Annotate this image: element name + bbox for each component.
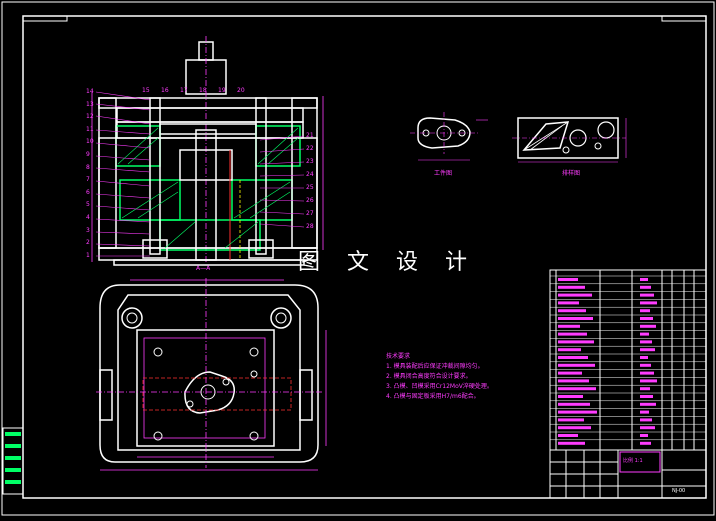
part-label: 20 xyxy=(237,87,245,94)
bom-cell-text xyxy=(558,301,579,305)
part-label: 6 xyxy=(86,188,90,196)
part-label: 9 xyxy=(86,151,90,158)
bom-cell-text xyxy=(558,426,591,430)
part-label: 11 xyxy=(86,125,94,133)
bom-cell-text xyxy=(558,293,592,297)
bom-cell-text xyxy=(558,363,595,367)
part-label: 26 xyxy=(306,197,314,204)
top-right-tab xyxy=(661,15,707,22)
part-label: 13 xyxy=(86,100,94,108)
bom-cell-text xyxy=(640,324,656,328)
part-label: 17 xyxy=(180,87,188,94)
bom-cell-text xyxy=(558,387,596,391)
bom-cell-text xyxy=(640,301,657,305)
title-block-drawing-no: NJ-00 xyxy=(672,488,686,494)
top-left-tab xyxy=(22,15,68,22)
inner-border xyxy=(22,15,707,499)
section-caption: A—A xyxy=(196,265,211,272)
part-label: 2 xyxy=(86,239,90,247)
part-label: 14 xyxy=(86,88,94,95)
part-label: 21 xyxy=(306,132,314,139)
bom-cell-text xyxy=(558,332,587,336)
part-label: 3 xyxy=(86,226,90,234)
watermark: 图 文 设 计 xyxy=(298,250,477,275)
bom-cell-text xyxy=(558,348,581,352)
part-label: 1 xyxy=(86,251,90,259)
part-label: 5 xyxy=(86,201,90,209)
left-revision-block xyxy=(2,427,24,495)
part-label: 23 xyxy=(306,158,314,165)
bom-cell-text xyxy=(558,410,597,414)
bom-cell-text xyxy=(640,410,649,414)
bom-cell-text xyxy=(558,324,580,328)
part-label: 27 xyxy=(306,210,314,217)
part-label: 25 xyxy=(306,184,314,191)
bom-cell-text xyxy=(558,434,578,437)
bom-cell-text xyxy=(640,395,653,398)
bom-cell-text xyxy=(640,332,649,336)
part-label: 4 xyxy=(86,214,90,221)
bom-cell-text xyxy=(558,379,589,383)
bom-cell-text xyxy=(558,309,586,313)
part-label: 24 xyxy=(306,171,314,178)
section-view xyxy=(91,36,324,266)
bom-cell-text xyxy=(640,418,652,422)
plan-view xyxy=(96,278,327,471)
bom-cell-text xyxy=(558,317,593,320)
workpiece-view xyxy=(410,112,488,161)
part-label: 12 xyxy=(86,113,94,121)
bom-cell-text xyxy=(640,285,651,289)
part-label: 8 xyxy=(86,163,90,171)
bom-cell-text xyxy=(640,402,656,406)
workpiece-caption: 工件图 xyxy=(434,170,453,177)
bom-table xyxy=(549,269,707,451)
part-label: 19 xyxy=(218,87,226,94)
bom-cell-text xyxy=(640,356,648,359)
tech-note-3: 3. 凸模、凹模采用Cr12MoV淬硬处理。 xyxy=(386,383,493,390)
part-label: 16 xyxy=(161,87,169,94)
part-label: 18 xyxy=(199,87,207,94)
part-label: 22 xyxy=(306,145,314,152)
tech-note-1: 1. 模具装配后应保证冲裁间隙均匀。 xyxy=(386,363,484,370)
bom-cell-text xyxy=(640,317,653,320)
bom-cell-text xyxy=(558,278,578,281)
section-leaders xyxy=(95,91,305,257)
bom-cell-text xyxy=(640,293,654,297)
layout-view xyxy=(512,117,627,163)
bom-cell-text xyxy=(558,356,588,359)
bom-cell-text xyxy=(558,402,590,406)
bom-cell-text xyxy=(640,434,648,437)
bom-cell-text xyxy=(640,348,655,352)
tech-notes-title: 技术要求 xyxy=(386,353,411,360)
title-block-scale: 比例 1:1 xyxy=(623,458,643,464)
part-label: 10 xyxy=(86,138,94,146)
bom-cell-text xyxy=(640,340,652,344)
bom-cell-text xyxy=(640,278,648,281)
bom-cell-text xyxy=(558,395,583,398)
bom-cell-text xyxy=(558,418,584,422)
tech-notes: 技术要求 1. 模具装配后应保证冲裁间隙均匀。 2. 模具闭合高度符合设计要求。… xyxy=(386,352,493,402)
bom-cell-text xyxy=(640,387,650,391)
part-label: 7 xyxy=(86,176,90,184)
bom-rows xyxy=(550,275,706,445)
tech-note-4: 4. 凸模与固定板采用H7/m6配合。 xyxy=(386,393,480,400)
part-label: 15 xyxy=(142,87,150,94)
bom-cell-text xyxy=(640,309,650,313)
layout-caption: 排样图 xyxy=(562,170,581,177)
bom-cell-text xyxy=(640,363,651,367)
tech-note-2: 2. 模具闭合高度符合设计要求。 xyxy=(386,373,472,380)
title-block xyxy=(549,449,707,499)
bom-cell-text xyxy=(558,371,582,375)
bom-cell-text xyxy=(640,426,655,430)
bom-cell-text xyxy=(558,340,594,344)
bom-cell-text xyxy=(558,441,585,445)
part-label: 28 xyxy=(306,223,314,230)
bom-cell-text xyxy=(558,285,585,289)
bom-cell-text xyxy=(640,379,657,383)
bom-cell-text xyxy=(640,441,651,445)
bom-cell-text xyxy=(640,371,654,375)
